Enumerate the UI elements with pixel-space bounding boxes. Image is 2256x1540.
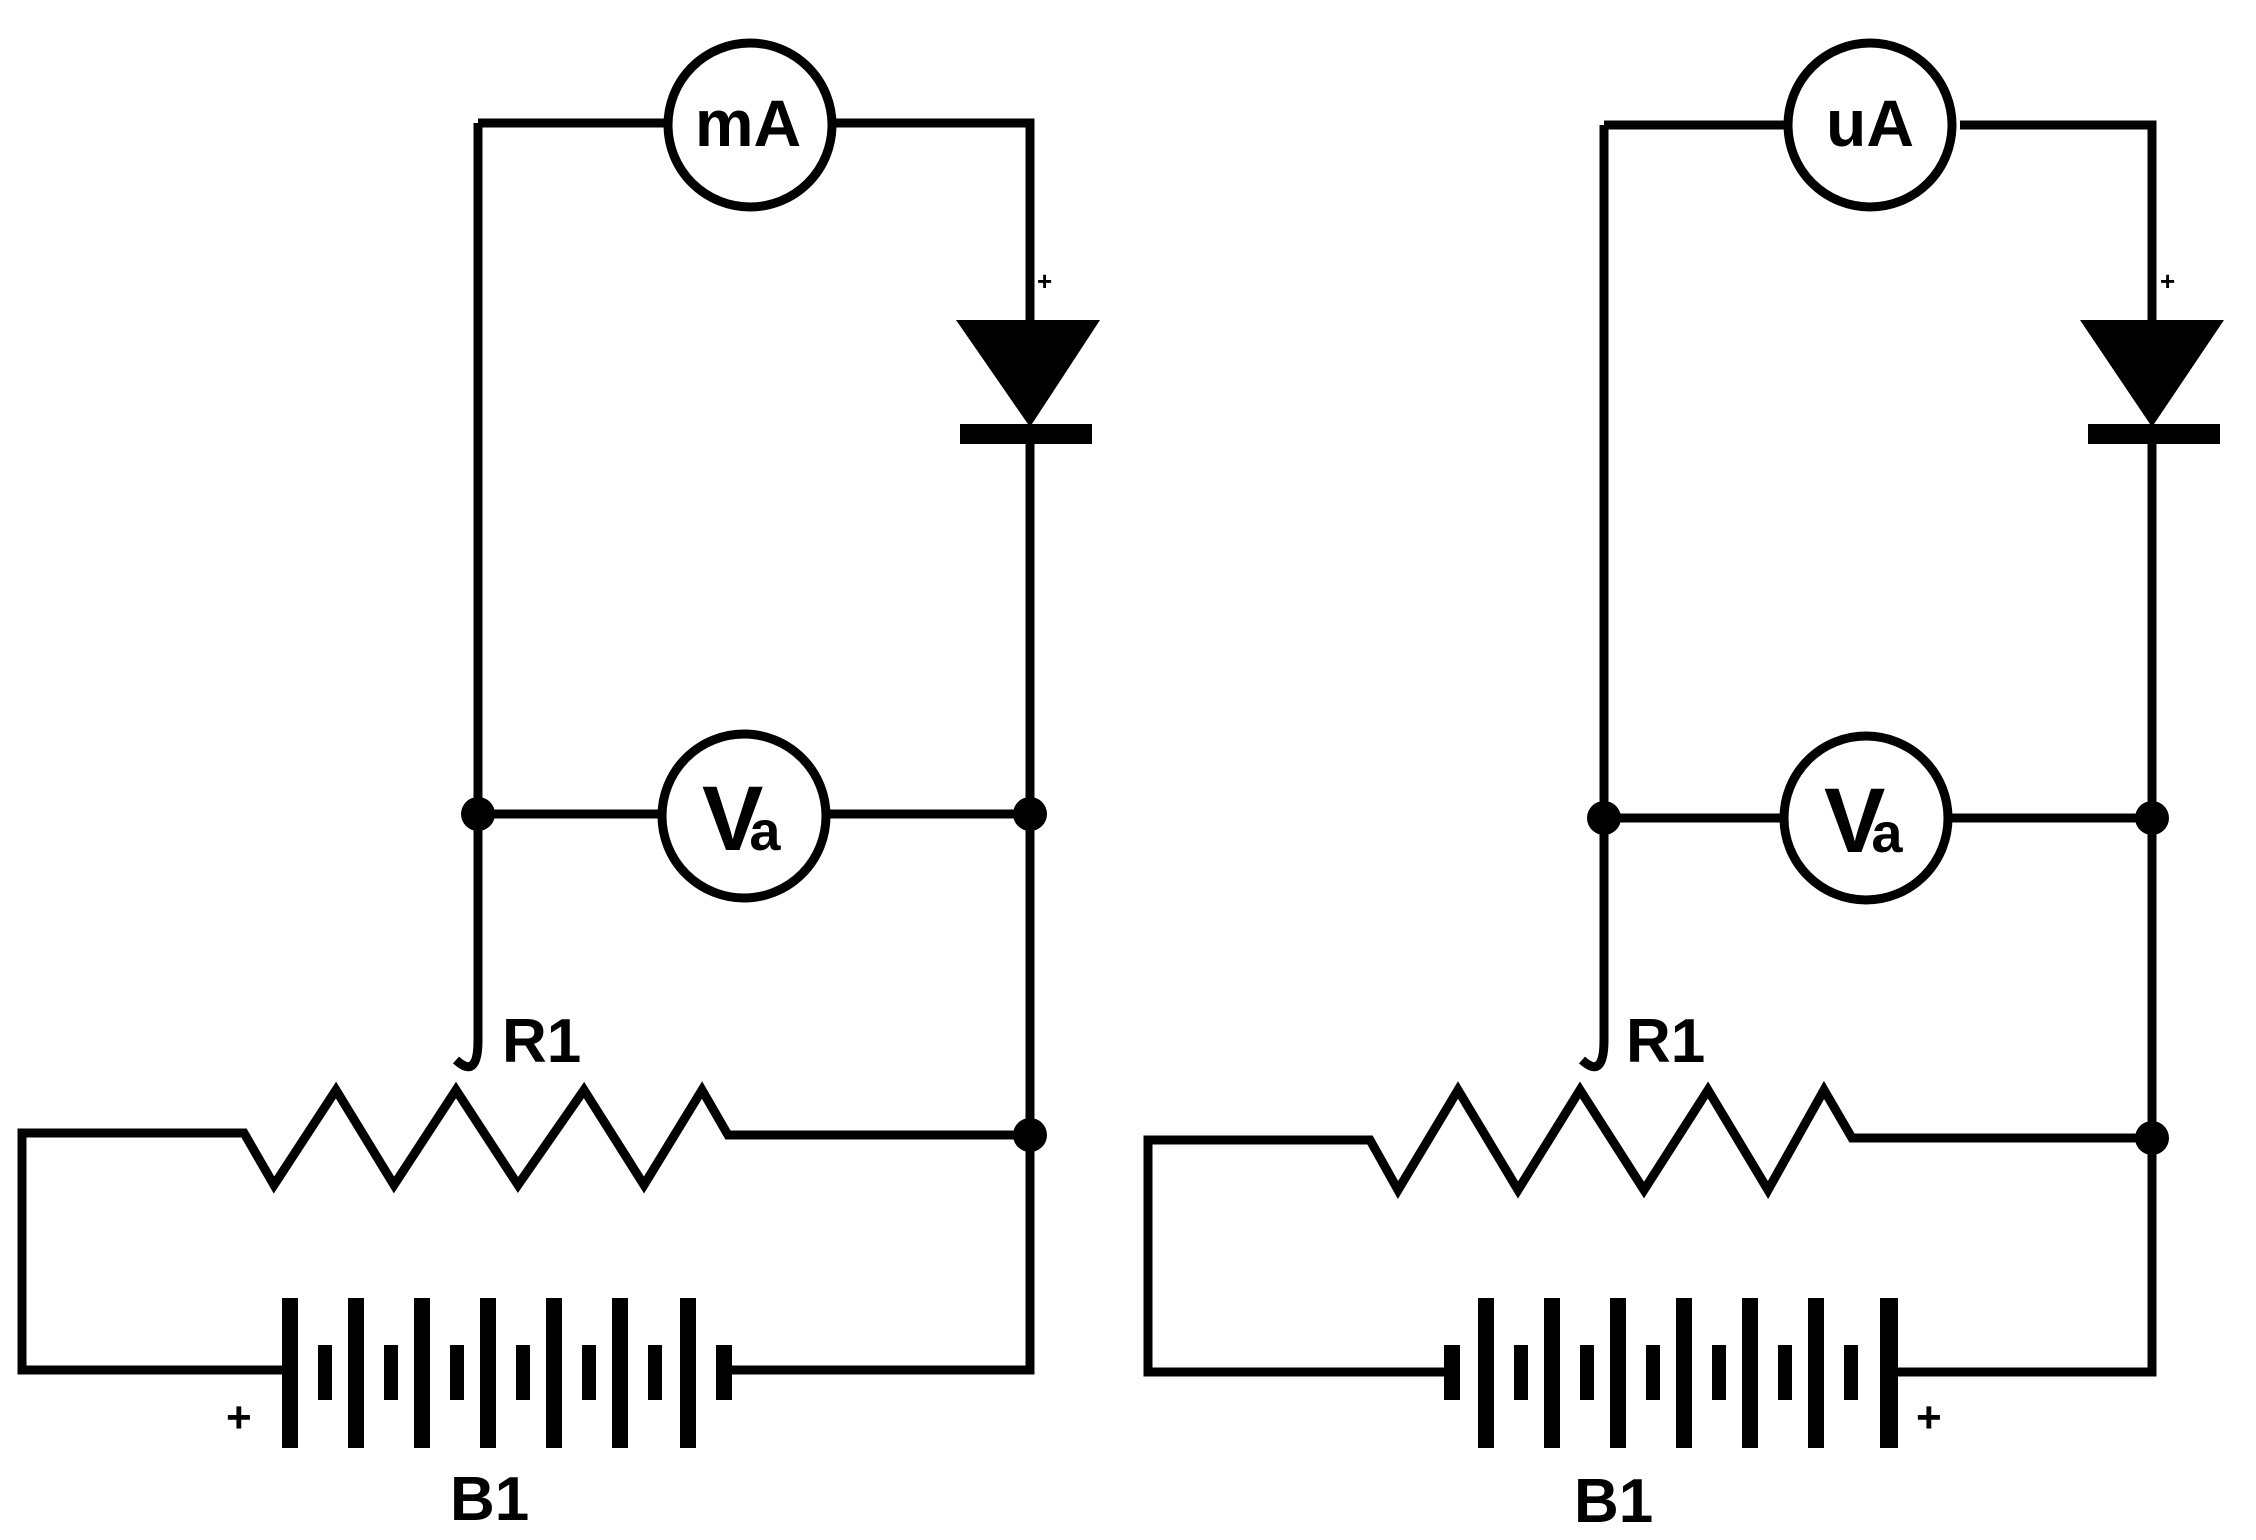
battery-label: B1: [450, 1465, 529, 1534]
battery-plus-label: +: [226, 1393, 252, 1442]
diode: [956, 320, 1100, 444]
junction-dot: [461, 797, 495, 831]
wire-right-vertical: [1898, 430, 2157, 1377]
junction-dot: [1013, 797, 1047, 831]
diode: [2080, 320, 2224, 444]
diode-plus-label: +: [1037, 266, 1052, 296]
circuit-left: + mA Va R1 B1 +: [17, 38, 1100, 1534]
battery-plus-label: +: [1916, 1393, 1942, 1442]
junction-dot: [1013, 1118, 1047, 1152]
wire-left-vertical: [452, 123, 483, 1072]
voltmeter-label: Va: [702, 768, 781, 870]
resistor-zigzag: [1143, 1080, 2152, 1377]
wire-top-right: [1960, 120, 2157, 320]
circuit-right: + uA Va R1 B1 +: [1143, 38, 2224, 1536]
ammeter: [663, 38, 837, 212]
junction-dot: [2135, 1121, 2169, 1155]
resistor-label: R1: [1626, 1007, 1705, 1076]
resistor-label: R1: [502, 1007, 581, 1076]
junction-dot: [1587, 801, 1621, 835]
ammeter: [1783, 38, 1957, 212]
ammeter-label: uA: [1826, 86, 1914, 160]
battery: [282, 1298, 732, 1448]
voltmeter-label: Va: [1824, 770, 1903, 872]
battery-label: B1: [1574, 1467, 1653, 1536]
wire-right-vertical: [732, 430, 1035, 1375]
ammeter-label: mA: [695, 86, 801, 160]
voltmeter: [1779, 731, 1953, 905]
wire-top-right: [828, 118, 1035, 320]
voltmeter: [657, 729, 831, 903]
resistor-zigzag: [17, 1081, 1030, 1375]
diode-plus-label: +: [2160, 266, 2175, 296]
junction-dot: [2135, 801, 2169, 835]
battery: [1444, 1298, 1898, 1448]
wire-left-vertical: [1578, 125, 1609, 1072]
